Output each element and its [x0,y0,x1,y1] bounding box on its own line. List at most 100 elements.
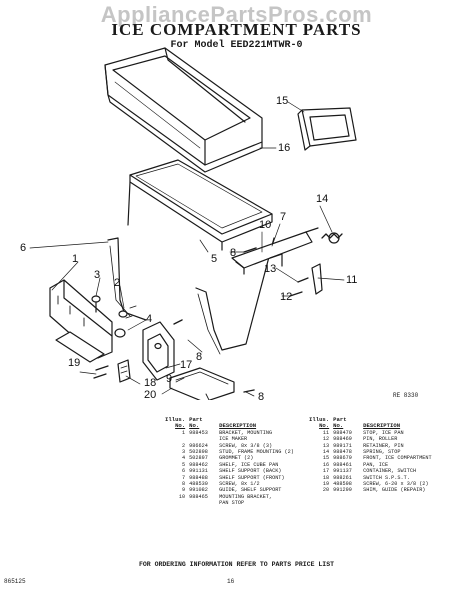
description-cell: MOUNTING BRACKET, [219,493,273,500]
callout-19: 19 [68,357,80,369]
callout-4: 4 [146,313,152,325]
page-title: ICE COMPARTMENT PARTS [111,20,362,39]
part-no-cell: 488598 [333,481,352,488]
part-no-cell: 988462 [189,461,208,468]
part-no-cell: 991299 [333,487,352,494]
part-no-cell: 488530 [189,481,208,488]
ice-maker-mounting-bracket-drawing [49,279,113,363]
part-no-cell: 988679 [333,455,352,462]
illus-no-cell: 17 [322,468,330,475]
callout-11: 11 [346,274,357,286]
callout-14: 14 [316,193,328,205]
table-header-row: No. No. DESCRIPTION [165,422,296,430]
callout-7: 7 [280,211,286,223]
header-description: DESCRIPTION [219,422,257,430]
illus-no-cell: 9 [182,487,186,494]
callout-20: 20 [144,389,156,400]
part-no-cell: 502898 [189,449,208,456]
table-header-row: Illus. Part [165,416,296,423]
illus-no-cell: 15 [322,455,330,462]
header-illus: Illus. [309,416,330,423]
ice-cube-pan-shelf-drawing [127,159,273,251]
description-cell: SCREW, 8x 3/8 (3) [219,442,273,449]
table-row: ICE MAKER [165,436,296,442]
part-no-cell: 988470 [333,429,352,436]
part-no-cell: 988488 [189,474,208,481]
illus-no-cell: 3 [182,449,186,456]
stop-spring-drawing [321,232,343,244]
callout-leader-lines [29,101,345,397]
callout-1: 1 [72,253,78,265]
description-cell: SPRING, STOP [363,449,401,456]
part-no-cell: 988461 [333,461,352,468]
description-cell: ICE MAKER [219,436,248,443]
watermark: AppliancePartsPros.com [100,2,373,27]
illus-no-cell: 5 [182,461,186,468]
mounting-studs-drawing [91,295,137,338]
callout-16: 16 [278,142,290,154]
model-subtitle: For Model EED221MTWR-0 [170,40,303,51]
switch-container-drawing [142,321,175,381]
description-cell: SWITCH S.P.S.T. [363,474,410,481]
part-no-cell: 988478 [333,449,352,456]
description-cell: PAN, ICE [363,461,389,468]
description-cell: STOP, ICE PAN [363,429,404,436]
part-no-cell: 991082 [189,487,208,494]
callout-8b: 8 [196,351,202,363]
callout-2: 2 [114,277,120,289]
illus-no-cell: 16 [322,461,330,468]
pan-stop-bracket-drawing [231,227,319,275]
description-cell: PAN STOP [219,500,245,507]
part-no-cell: 991131 [189,468,208,475]
callout-5: 5 [211,253,217,265]
illus-no-cell: 10 [178,493,186,500]
switch-drawing [93,359,131,383]
description-cell: SHELF, ICE CUBE PAN [219,461,279,468]
illus-no-cell [165,500,189,506]
callout-12: 12 [280,291,292,303]
illus-no-cell: 7 [182,474,186,481]
description-cell: SCREW, 8x 1/2 [219,481,260,488]
header-illus: Illus. [165,416,186,423]
illus-no-cell: 20 [322,487,330,494]
description-cell: FRONT, ICE COMPARTMENT [363,455,432,462]
description-cell: SHELF SUPPORT (FRONT) [219,474,285,481]
part-no-cell: 988453 [189,429,208,436]
part-no-cell [189,500,219,506]
header-no: No. [319,422,330,430]
callout-18: 18 [144,377,156,389]
illus-no-cell: 18 [322,474,330,481]
description-cell: SCREW, 6-20 x 3/8 (2) [363,481,429,488]
illus-no-cell: 13 [322,442,330,449]
shelf-support-front-drawing [195,237,275,351]
table-row: PAN STOP [165,500,296,506]
ordering-note: FOR ORDERING INFORMATION REFER TO PARTS … [138,561,335,568]
description-cell: SHELF SUPPORT (BACK) [219,468,282,475]
callout-10: 10 [259,219,271,231]
illus-no-cell: 6 [182,468,186,475]
illus-no-cell: 4 [182,455,186,462]
header-part-no: No. [333,422,344,430]
document-code: 865125 [4,578,26,585]
part-no-cell: 991137 [333,468,352,475]
description-cell: BRACKET, MOUNTING [219,429,273,436]
illus-no-cell: 11 [322,429,330,436]
header-description: DESCRIPTION [363,422,401,430]
header-part-no: No. [189,422,200,430]
header-part: Part [189,416,203,423]
illus-no-cell: 1 [182,429,186,436]
header-part: Part [333,416,347,423]
